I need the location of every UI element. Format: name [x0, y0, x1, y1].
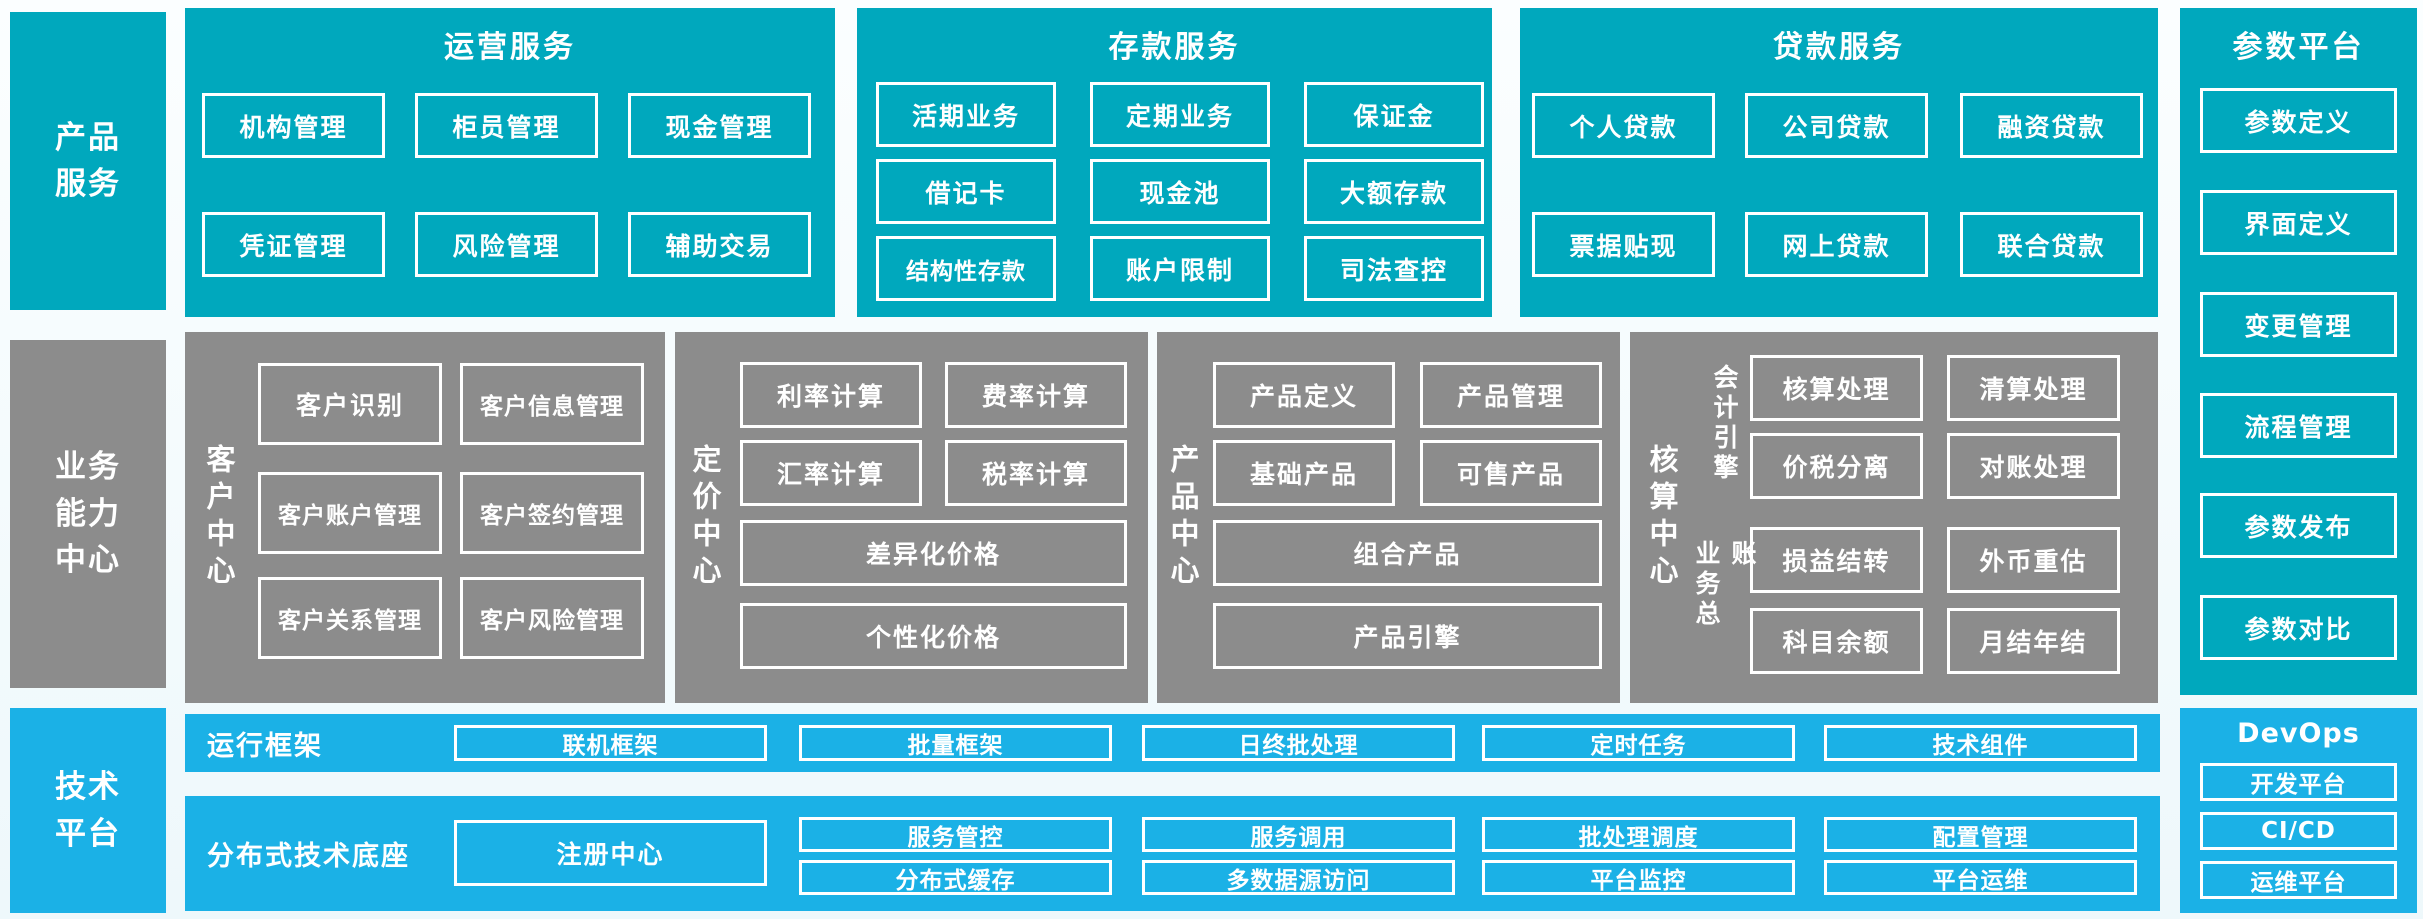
- box-customer-account-management: 客户账户管理: [258, 472, 442, 554]
- box-structured-deposit: 结构性存款: [876, 236, 1056, 301]
- box-auxiliary-transaction: 辅助交易: [628, 212, 811, 277]
- box-customer-relationship-management: 客户关系管理: [258, 577, 442, 659]
- customer-center-section: 客户中心 客户识别 客户信息管理 客户账户管理 客户签约管理 客户关系管理 客户…: [185, 332, 665, 703]
- box-foreign-currency-revaluation: 外币重估: [1947, 527, 2120, 593]
- box-fee-rate-calc: 费率计算: [945, 362, 1127, 428]
- box-current-deposit: 活期业务: [876, 82, 1056, 147]
- operation-services-section: 运营服务 机构管理 柜员管理 现金管理 凭证管理 风险管理 辅助交易: [185, 8, 835, 317]
- box-institution-management: 机构管理: [202, 93, 385, 158]
- box-parameter-publish: 参数发布: [2200, 493, 2397, 558]
- box-interest-rate-calc: 利率计算: [740, 362, 922, 428]
- box-platform-monitoring: 平台监控: [1482, 860, 1795, 895]
- box-large-deposit: 大额存款: [1304, 159, 1484, 224]
- distributed-base-label: 分布式技术底座: [207, 841, 410, 872]
- box-platform-operations: 平台运维: [1824, 860, 2137, 895]
- box-batch-scheduling: 批处理调度: [1482, 817, 1795, 852]
- box-ci-cd: CI/CD: [2200, 812, 2397, 850]
- rail-business-capability-center: 业务 能力 中心: [10, 340, 166, 688]
- box-ui-definition: 界面定义: [2200, 190, 2397, 255]
- box-customer-info-management: 客户信息管理: [460, 363, 644, 445]
- box-clearing-processing: 清算处理: [1947, 355, 2120, 421]
- product-center-section: 产品中心 产品定义 产品管理 基础产品 可售产品 组合产品 产品引擎: [1157, 332, 1620, 703]
- operation-services-title: 运营服务: [444, 30, 576, 65]
- box-customer-risk-management: 客户风险管理: [460, 577, 644, 659]
- box-combined-product: 组合产品: [1213, 520, 1602, 586]
- box-judicial-control: 司法查控: [1304, 236, 1484, 301]
- box-multi-datasource-access: 多数据源访问: [1142, 860, 1455, 895]
- rail-tech-platform: 技术 平台: [10, 708, 166, 913]
- accounting-engine-label: 会计引擎: [1710, 364, 1739, 484]
- box-product-management: 产品管理: [1420, 362, 1602, 428]
- box-tax-rate-calc: 税率计算: [945, 440, 1127, 506]
- parameter-platform-title: 参数平台: [2232, 30, 2365, 65]
- box-development-platform: 开发平台: [2200, 763, 2397, 801]
- box-change-management: 变更管理: [2200, 292, 2397, 357]
- box-distributed-cache: 分布式缓存: [799, 860, 1112, 895]
- box-personalized-pricing: 个性化价格: [740, 603, 1127, 669]
- business-ledger-label: 业务总账: [1692, 540, 1757, 630]
- deposit-services-title: 存款服务: [1108, 30, 1241, 65]
- box-product-definition: 产品定义: [1213, 362, 1395, 428]
- box-technical-components: 技术组件: [1824, 725, 2137, 761]
- runtime-framework-row: 运行框架 联机框架 批量框架 日终批处理 定时任务 技术组件: [185, 714, 2160, 772]
- box-cash-pool: 现金池: [1090, 159, 1270, 224]
- box-debit-card: 借记卡: [876, 159, 1056, 224]
- distributed-base-row: 分布式技术底座 注册中心 服务管控 服务调用 批处理调度 配置管理 分布式缓存 …: [185, 796, 2160, 911]
- box-operations-platform: 运维平台: [2200, 861, 2397, 899]
- customer-center-label: 客户中心: [202, 443, 236, 592]
- box-exchange-rate-calc: 汇率计算: [740, 440, 922, 506]
- box-margin-deposit: 保证金: [1304, 82, 1484, 147]
- box-sellable-product: 可售产品: [1420, 440, 1602, 506]
- box-differentiated-pricing: 差异化价格: [740, 520, 1127, 586]
- box-time-deposit: 定期业务: [1090, 82, 1270, 147]
- box-eod-batch-processing: 日终批处理: [1142, 725, 1455, 761]
- box-accounting-processing: 核算处理: [1750, 355, 1923, 421]
- box-month-year-end-closing: 月结年结: [1947, 608, 2120, 674]
- box-cash-management: 现金管理: [628, 93, 811, 158]
- box-service-governance: 服务管控: [799, 817, 1112, 852]
- loan-services-title: 贷款服务: [1773, 30, 1905, 65]
- runtime-framework-label: 运行框架: [207, 730, 323, 762]
- product-center-label: 产品中心: [1166, 443, 1200, 592]
- box-service-invocation: 服务调用: [1142, 817, 1455, 852]
- box-parameter-compare: 参数对比: [2200, 595, 2397, 660]
- box-risk-management: 风险管理: [415, 212, 598, 277]
- accounting-center-section: 核算中心 会计引擎 业务总账 核算处理 清算处理 价税分离 对账处理 损益结转 …: [1630, 332, 2158, 703]
- box-account-restriction: 账户限制: [1090, 236, 1270, 301]
- parameter-platform-section: 参数平台 参数定义 界面定义 变更管理 流程管理 参数发布 参数对比: [2180, 8, 2417, 695]
- box-product-engine: 产品引擎: [1213, 603, 1602, 669]
- box-online-framework: 联机框架: [454, 725, 767, 761]
- box-financing-loan: 融资贷款: [1960, 93, 2143, 158]
- box-subject-balance: 科目余额: [1750, 608, 1923, 674]
- deposit-services-section: 存款服务 活期业务 定期业务 保证金 借记卡 现金池 大额存款 结构性存款 账户…: [857, 8, 1492, 317]
- box-bill-discount: 票据贴现: [1532, 212, 1715, 277]
- devops-title: DevOps: [2237, 718, 2360, 749]
- box-corporate-loan: 公司贷款: [1745, 93, 1928, 158]
- box-customer-identification: 客户识别: [258, 363, 442, 445]
- box-scheduled-tasks: 定时任务: [1482, 725, 1795, 761]
- rail-product-services: 产品 服务: [10, 12, 166, 310]
- pricing-center-label: 定价中心: [688, 443, 722, 592]
- box-registry-center: 注册中心: [454, 820, 767, 886]
- box-basic-product: 基础产品: [1213, 440, 1395, 506]
- box-personal-loan: 个人贷款: [1532, 93, 1715, 158]
- loan-services-section: 贷款服务 个人贷款 公司贷款 融资贷款 票据贴现 网上贷款 联合贷款: [1520, 8, 2158, 317]
- box-process-management: 流程管理: [2200, 393, 2397, 458]
- pricing-center-section: 定价中心 利率计算 费率计算 汇率计算 税率计算 差异化价格 个性化价格: [675, 332, 1148, 703]
- accounting-center-label: 核算中心: [1645, 443, 1679, 592]
- box-voucher-management: 凭证管理: [202, 212, 385, 277]
- box-profit-loss-carryover: 损益结转: [1750, 527, 1923, 593]
- devops-section: DevOps 开发平台 CI/CD 运维平台: [2180, 708, 2417, 913]
- box-reconciliation-processing: 对账处理: [1947, 433, 2120, 499]
- box-teller-management: 柜员管理: [415, 93, 598, 158]
- box-configuration-management: 配置管理: [1824, 817, 2137, 852]
- box-parameter-definition: 参数定义: [2200, 88, 2397, 153]
- box-syndicated-loan: 联合贷款: [1960, 212, 2143, 277]
- box-price-tax-separation: 价税分离: [1750, 433, 1923, 499]
- box-customer-contract-management: 客户签约管理: [460, 472, 644, 554]
- box-batch-framework: 批量框架: [799, 725, 1112, 761]
- box-online-loan: 网上贷款: [1745, 212, 1928, 277]
